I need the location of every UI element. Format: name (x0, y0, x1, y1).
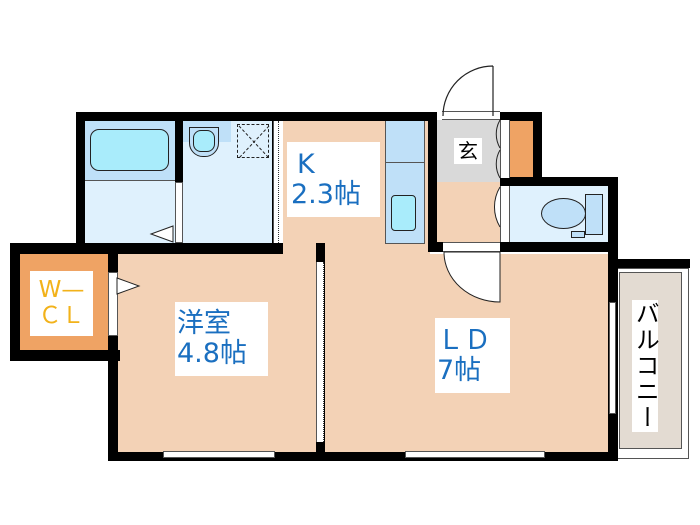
balcony-top-rail (608, 259, 690, 268)
western-room-size: 4.8帖 (177, 338, 247, 369)
toilet-paper-icon (571, 231, 585, 238)
wall-western-left (108, 243, 118, 461)
wall-kitchen-right (428, 112, 437, 251)
wall-wcl-top (10, 243, 120, 254)
entrance-label: 玄 (454, 138, 482, 164)
shoe-closet-door-icon[interactable] (472, 119, 512, 180)
western-room-window[interactable] (163, 451, 275, 458)
living-dining-name: ＬＤ (437, 324, 491, 356)
toilet-bowl-icon (541, 198, 586, 229)
living-dining-door-icon[interactable] (443, 251, 503, 312)
entrance-hall-floor (436, 182, 500, 242)
wall-top (76, 112, 436, 121)
walk-in-closet-door-arrow-icon (116, 277, 141, 295)
balcony-label: バルコニー (631, 300, 660, 432)
kitchen-sink-icon (391, 195, 416, 231)
living-dining-door-track (443, 242, 500, 252)
walk-in-closet-line1: W— (38, 277, 85, 304)
washing-machine-space-icon (237, 124, 270, 159)
western-room-name: 洋室 (177, 308, 231, 340)
western-room-door[interactable] (316, 262, 324, 442)
western-room-label: 洋室 4.8帖 (175, 302, 268, 376)
toilet-tank-icon (585, 194, 603, 235)
living-dining-label: ＬＤ 7帖 (435, 318, 510, 393)
toilet-door-icon[interactable] (461, 186, 511, 237)
kitchen-label: K 2.3帖 (287, 142, 380, 217)
wall-bottom (108, 452, 618, 461)
kitchen-size: 2.3帖 (291, 178, 361, 210)
bathroom-door[interactable] (175, 182, 183, 243)
bathroom-door-arrow-icon (149, 225, 174, 243)
walk-in-closet-line2: ＣＬ (38, 302, 85, 329)
washroom-door[interactable] (273, 121, 279, 243)
walk-in-closet-label: W— ＣＬ (30, 271, 93, 336)
shoe-closet (510, 120, 533, 178)
walk-in-closet-door[interactable] (108, 272, 118, 336)
wall-wcl-left (10, 243, 20, 361)
balcony-name: バルコニー (631, 301, 660, 431)
entrance-name: 玄 (458, 139, 478, 163)
balcony-window[interactable] (609, 302, 616, 414)
wall-wet-bottom (76, 243, 283, 254)
wall-toilet-top (500, 177, 617, 186)
front-door-icon[interactable] (442, 64, 502, 124)
shoe-closet-door-track (500, 120, 510, 178)
wall-bath-wash (175, 112, 183, 182)
living-dining-window[interactable] (405, 451, 545, 458)
wall-entrance-bottom (428, 242, 608, 252)
bathtub-icon (90, 129, 169, 171)
wall-wcl-bottom (10, 350, 120, 361)
front-door-opening (442, 111, 500, 120)
living-dining-size: 7帖 (437, 354, 482, 386)
toilet-door-track (500, 186, 510, 242)
wall-bath-left (76, 112, 85, 246)
washbasin-bowl (193, 130, 215, 152)
wall-shoe-closet-right (533, 112, 542, 182)
kitchen-name: K (297, 148, 315, 180)
kitchen-counter-divider (385, 162, 425, 163)
wall-top-entry-right (500, 112, 542, 121)
